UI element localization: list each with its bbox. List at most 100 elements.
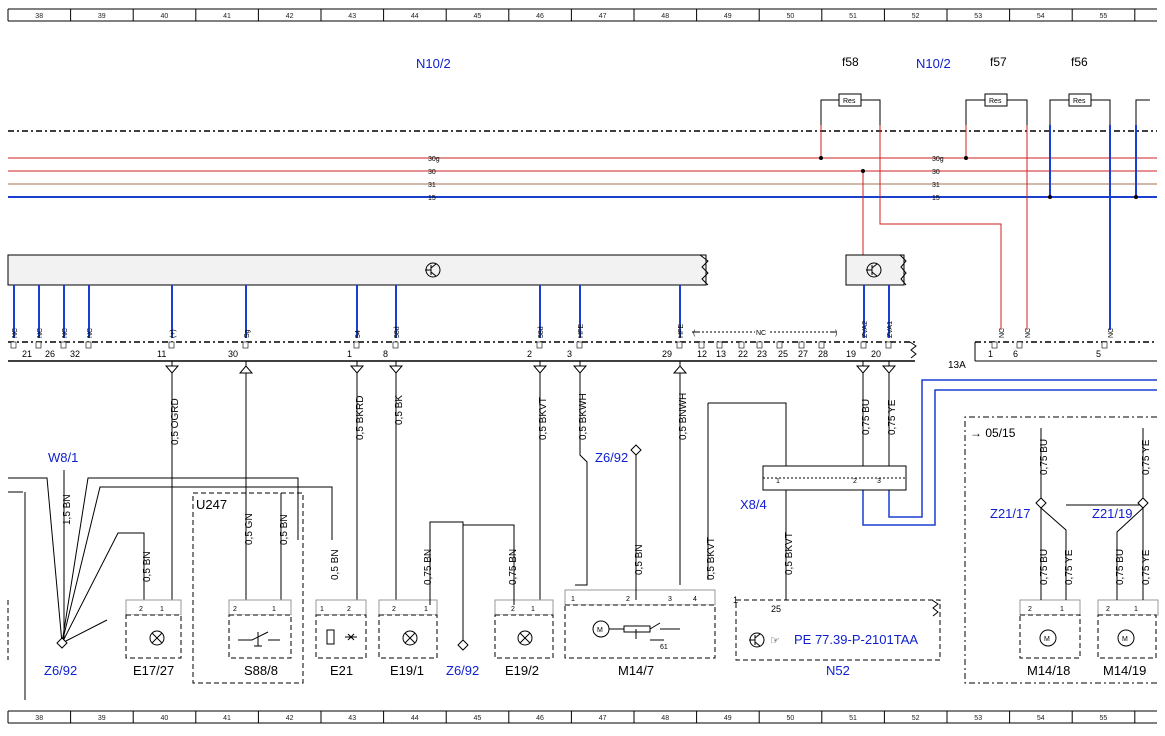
fuse-f58-res: Res bbox=[843, 98, 856, 105]
pin-func-1: NC bbox=[37, 328, 44, 338]
pin-num-29: 29 bbox=[662, 349, 672, 359]
wire-label-13: 0,75 BN bbox=[423, 549, 434, 585]
m14-7-pin-2: 2 bbox=[626, 596, 630, 603]
pin-num-25: 25 bbox=[778, 349, 788, 359]
wire-label-17: 0,5 BKVT bbox=[784, 532, 795, 575]
x8-4-pin2: 2 bbox=[853, 478, 857, 485]
pin-func-14: NC bbox=[999, 328, 1006, 338]
ruler-col-40: 40 bbox=[161, 715, 169, 722]
ruler-col-46: 46 bbox=[536, 13, 544, 20]
connector-x8-4 bbox=[762, 465, 907, 491]
pin-num-27: 27 bbox=[798, 349, 808, 359]
e17-27-box bbox=[125, 614, 182, 659]
ruler-col-40: 40 bbox=[161, 13, 169, 20]
fuse-f57 bbox=[965, 93, 1028, 125]
e17-27-label: E17/27 bbox=[133, 663, 174, 678]
ruler-col-55: 55 bbox=[1100, 715, 1108, 722]
pe-ref-link[interactable]: PE 77.39-P-2101TAA bbox=[794, 632, 918, 647]
harness-wires bbox=[171, 361, 890, 605]
motor-m14-19-icon-m: M bbox=[1122, 636, 1128, 643]
ruler-col-45: 45 bbox=[474, 13, 482, 20]
e21-box bbox=[315, 614, 367, 659]
bus-lines bbox=[8, 157, 1157, 198]
ruler-col-49: 49 bbox=[724, 13, 732, 20]
ruler-col-49: 49 bbox=[724, 715, 732, 722]
bus-30g-label: 30g bbox=[428, 156, 440, 163]
wire-label-6: 0,5 BKWH bbox=[578, 393, 589, 440]
pin-func-4: (+) bbox=[170, 329, 177, 338]
m14-7-pin-3: 3 bbox=[668, 596, 672, 603]
bus-30-label: 30 bbox=[428, 169, 436, 176]
wire-label-11: 0,5 BN bbox=[142, 551, 153, 582]
pin-func-15: NC bbox=[1025, 328, 1032, 338]
pin-num-32: 32 bbox=[70, 349, 80, 359]
pin-num-1: 1 bbox=[347, 349, 352, 359]
e19-2-label: E19/2 bbox=[505, 663, 539, 678]
pin-num-22: 22 bbox=[738, 349, 748, 359]
z21-wiring bbox=[1035, 428, 1149, 600]
pin-num-21: 21 bbox=[22, 349, 32, 359]
e21-pin-1: 1 bbox=[320, 606, 324, 613]
z6-92-label-b: Z6/92 bbox=[446, 663, 479, 678]
fuse-f58 bbox=[820, 93, 881, 125]
right-section-box bbox=[964, 416, 1157, 684]
s88-pin-1: 1 bbox=[272, 606, 276, 613]
ruler-col-39: 39 bbox=[98, 13, 106, 20]
ruler-col-47: 47 bbox=[599, 13, 607, 20]
wire-label-8: 0,75 BU bbox=[861, 399, 872, 435]
ground-point-z6-92-a bbox=[56, 637, 68, 649]
m14-18-pin-1: 1 bbox=[1060, 606, 1064, 613]
n10-2-label-right: N10/2 bbox=[916, 56, 951, 71]
pin-func-8: 58d bbox=[538, 326, 545, 338]
blue-route-x8 bbox=[862, 379, 1157, 526]
pin-num-23: 23 bbox=[757, 349, 767, 359]
e21-pin-2: 2 bbox=[347, 606, 351, 613]
ground-point-z6-92-c bbox=[630, 444, 642, 600]
n52-box bbox=[735, 599, 941, 661]
bus-31-label: 31 bbox=[428, 182, 436, 189]
wire-label-5: 0,5 BKVT bbox=[538, 397, 549, 440]
fuse-f58-label: f58 bbox=[842, 55, 859, 69]
w8-1-label: W8/1 bbox=[48, 450, 78, 465]
u247-box bbox=[192, 492, 304, 684]
n10-2-label-left: N10/2 bbox=[416, 56, 451, 71]
z21-17-label: Z21/17 bbox=[990, 506, 1030, 521]
wire-label-22: 0,75 BU bbox=[1115, 549, 1126, 585]
switch-s88-8-icon bbox=[238, 631, 280, 647]
lamp-e19-2-icon bbox=[517, 630, 533, 646]
bus-15-label: 15 bbox=[428, 195, 436, 202]
pin-func-12: ZVA2 bbox=[862, 321, 869, 338]
wire-label-7: 0,5 BNWH bbox=[678, 393, 689, 440]
wire-label-0: 0,5 OGRD bbox=[170, 398, 181, 445]
ruler-col-41: 41 bbox=[223, 715, 231, 722]
x8-4-pin3: 3 bbox=[877, 478, 881, 485]
wire-label-19: 0,75 YE bbox=[1141, 439, 1152, 475]
ruler-col-51: 51 bbox=[849, 13, 857, 20]
ruler-col-43: 43 bbox=[348, 13, 356, 20]
ruler-col-51: 51 bbox=[849, 715, 857, 722]
m14-18-label: M14/18 bbox=[1027, 663, 1070, 678]
pin-num-6: 6 bbox=[1013, 349, 1018, 359]
ref-05-15: → 05/15 bbox=[970, 426, 1016, 440]
n52-pin-1: 1 bbox=[733, 595, 738, 605]
connector-13a-label: 13A bbox=[948, 360, 966, 371]
wire-label-2: 0,5 BN bbox=[279, 514, 290, 545]
ruler-col-52: 52 bbox=[912, 13, 920, 20]
pin-num-19: 19 bbox=[846, 349, 856, 359]
ground-harness-left bbox=[8, 470, 333, 700]
pin-func-0: NC bbox=[12, 328, 19, 338]
wire-label-16: 0,5 BKVT bbox=[706, 537, 717, 580]
ruler-col-50: 50 bbox=[787, 715, 795, 722]
pin-num-5: 5 bbox=[1096, 349, 1101, 359]
pin-num-26: 26 bbox=[45, 349, 55, 359]
e19-2-pin-2: 2 bbox=[511, 606, 515, 613]
pe-ref-icon: ☞ bbox=[770, 635, 780, 647]
m14-7-label: M14/7 bbox=[618, 663, 654, 678]
s88-8-label: S88/8 bbox=[244, 663, 278, 678]
fuse-f57-label: f57 bbox=[990, 55, 1007, 69]
pin-num-3: 3 bbox=[567, 349, 572, 359]
diode-e21-icon bbox=[345, 633, 357, 641]
ground-point-z6-92-b bbox=[429, 521, 515, 651]
